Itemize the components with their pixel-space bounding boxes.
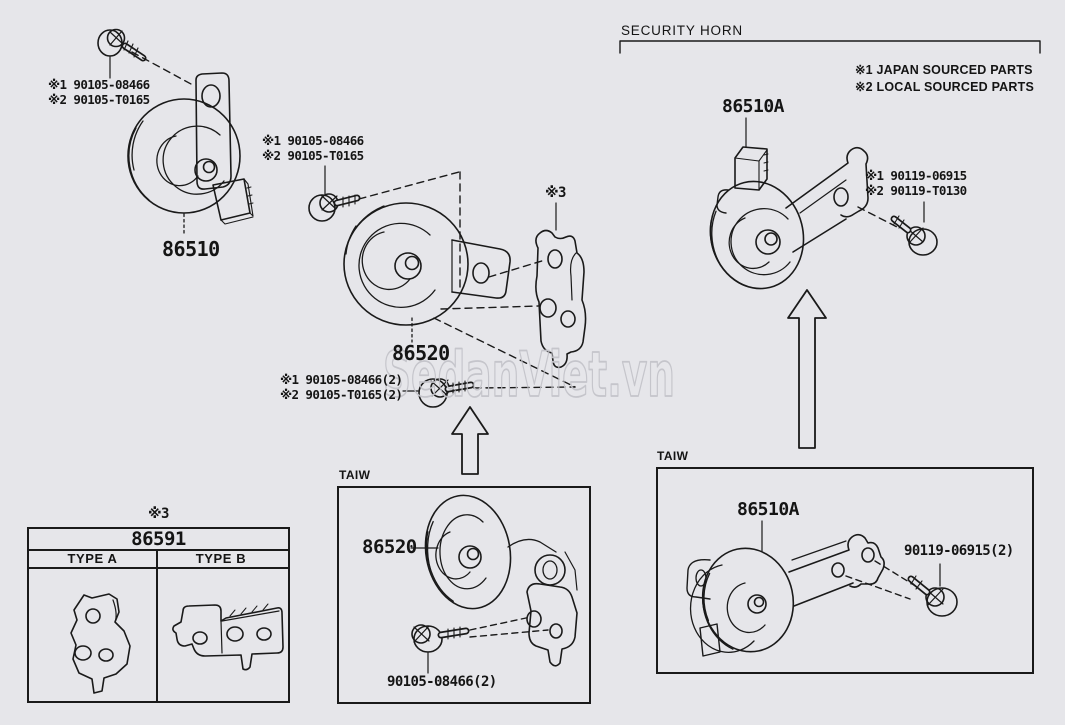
bolt-icon <box>907 575 958 617</box>
part-code: ※1 90105-08466(2) <box>280 372 403 387</box>
part-code: ※2 90105-T0165 <box>262 147 364 163</box>
taiw-label-security: TAIW <box>657 449 689 463</box>
part-code: ※2 90105-T0165 <box>48 91 150 107</box>
bracket-86591-table: 86591 TYPE A TYPE B <box>27 527 290 703</box>
taiw-variant-box-86510a <box>656 467 1034 674</box>
bolt-callout-86510a-taiw: 90119-06915(2) <box>904 543 1014 559</box>
type-a-header: TYPE A <box>67 551 118 566</box>
section-bracket-line <box>619 40 1041 54</box>
table-part-number-row: 86591 <box>29 528 288 551</box>
part-code: ※1 90105-08466 <box>48 77 150 92</box>
taiw-86520-drawing <box>410 494 578 674</box>
bolt-icon <box>890 215 938 256</box>
part-number-86520: 86520 <box>392 341 450 365</box>
part-number-86510: 86510 <box>162 237 220 261</box>
up-arrow-icon <box>787 289 827 449</box>
horn-86520-drawing <box>308 165 587 475</box>
bolt-icon <box>418 378 475 408</box>
taiw-86510a-drawing <box>686 520 958 657</box>
bolt-callout-86520-lower: ※1 90105-08466(2) ※2 90105-T0165(2) <box>280 372 403 402</box>
part-number-86510a: 86510A <box>722 96 785 117</box>
sourcing-notes: ※1 JAPAN SOURCED PARTS ※2 LOCAL SOURCED … <box>855 62 1034 95</box>
horn-86510-drawing <box>97 28 254 237</box>
part-number-86510a-taiw: 86510A <box>737 499 800 520</box>
sourcing-note-japan: ※1 JAPAN SOURCED PARTS <box>855 63 1033 77</box>
bolt-callout-86520-upper: ※1 90105-08466 ※2 90105-T0165 <box>262 133 364 163</box>
bolt-icon <box>411 624 470 653</box>
part-code: ※1 90105-08466 <box>262 133 364 148</box>
table-ref-label: ※3 <box>148 506 169 522</box>
bolt-callout-security: ※1 90119-06915 ※2 90119-T0130 <box>865 168 967 198</box>
bolt-icon <box>97 28 147 62</box>
taiw-variant-box-86520 <box>337 486 591 704</box>
table-type-header-row: TYPE A TYPE B <box>29 551 288 569</box>
watermark-text: SedanViet.vn <box>383 338 675 411</box>
part-code: ※1 90119-06915 <box>865 168 967 183</box>
bracket-86591-drawings <box>70 593 284 694</box>
security-horn-drawing <box>619 40 1041 449</box>
bolt-icon <box>308 193 361 222</box>
type-b-bracket-drawing <box>172 603 284 671</box>
part-code: ※2 90119-T0130 <box>865 182 967 198</box>
bracket-ref-label: ※3 <box>545 185 566 201</box>
part-number-86591: 86591 <box>131 528 186 550</box>
table-divider <box>155 551 158 701</box>
part-number-86520-taiw: 86520 <box>362 536 417 558</box>
bolt-callout-86520-taiw: 90105-08466(2) <box>387 674 497 690</box>
sourcing-note-local: ※2 LOCAL SOURCED PARTS <box>855 79 1035 94</box>
bolt-callout-86510: ※1 90105-08466 ※2 90105-T0165 <box>48 77 150 107</box>
up-arrow-icon <box>451 406 489 475</box>
section-title: SECURITY HORN <box>621 23 743 38</box>
taiw-label-low: TAIW <box>339 468 371 482</box>
part-code: ※2 90105-T0165(2) <box>280 386 403 402</box>
type-b-header: TYPE B <box>195 551 247 566</box>
type-a-bracket-drawing <box>70 593 131 694</box>
